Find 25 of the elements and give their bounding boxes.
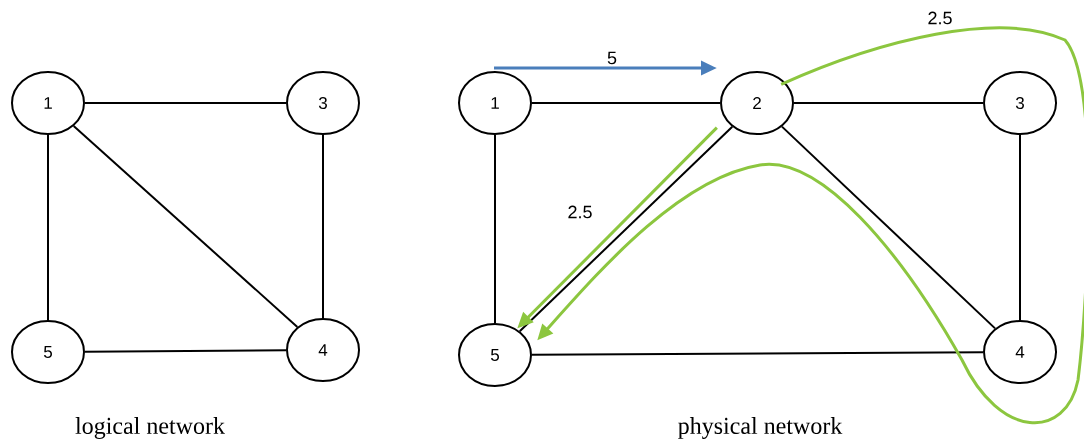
circle-node: 1 (458, 71, 532, 135)
edge-label: 5 (606, 50, 618, 66)
circle-node: 4 (286, 318, 360, 382)
caption: logical network (75, 417, 225, 439)
link-line (793, 102, 984, 104)
circle-node: 3 (983, 71, 1057, 135)
link-line (780, 125, 997, 330)
circle-node: 2 (720, 71, 794, 135)
link-line (72, 125, 299, 328)
link-line (494, 134, 496, 324)
link-line (47, 134, 49, 321)
link-line (531, 351, 984, 356)
circle-node: 4 (983, 320, 1057, 384)
link-line (1019, 134, 1021, 321)
link-line (84, 349, 287, 353)
link-line (84, 102, 287, 104)
circle-node: 5 (11, 320, 85, 384)
circle-node: 1 (11, 71, 85, 135)
link-line (322, 134, 324, 319)
link-line (531, 102, 721, 104)
edge-label: 2.5 (926, 10, 954, 26)
circle-node: 5 (458, 323, 532, 387)
caption: physical network (678, 417, 843, 439)
edge-label: 2.5 (566, 204, 594, 220)
circle-node: 3 (286, 71, 360, 135)
